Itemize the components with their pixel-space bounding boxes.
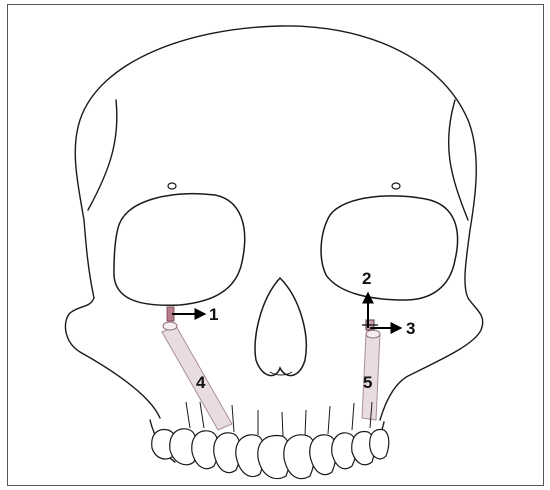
supraorbital-foramen-right xyxy=(168,183,176,189)
label-5: 5 xyxy=(363,373,372,392)
orbit-left-side xyxy=(321,196,458,300)
nasal-aperture xyxy=(255,278,306,376)
label-1: 1 xyxy=(209,305,218,324)
teeth-row xyxy=(152,429,389,479)
supraorbital-foramen-left xyxy=(392,183,400,189)
label-2: 2 xyxy=(362,269,371,288)
label-3: 3 xyxy=(406,319,415,338)
orbit-right-side xyxy=(114,194,245,306)
label-4: 4 xyxy=(196,373,206,392)
skull-outline xyxy=(65,26,482,462)
